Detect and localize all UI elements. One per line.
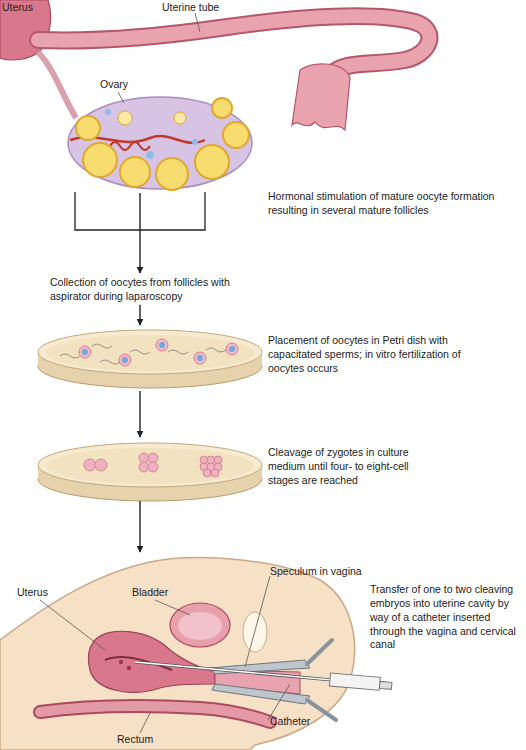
oocyte [79,346,91,358]
uterine-tube-outline [38,16,429,75]
follicle [118,111,132,125]
step-description: Collection of oocytes from follicles wit… [50,276,265,304]
blood-vessel [110,142,150,150]
follicle [195,145,229,179]
catheter-lumen [135,662,332,680]
body-section [0,558,355,750]
follicle [212,98,232,118]
rectum-outline [40,706,270,722]
follicle [76,116,100,140]
fimbriae [292,64,350,130]
blastomere [203,469,211,477]
embryo [119,660,123,664]
syringe-plunger [379,681,392,689]
oocyte-dot [105,109,111,115]
step-description: Transfer of one to two cleaving embryos … [370,583,522,652]
process-arrow [139,391,140,437]
blastomere [148,462,158,472]
part-label: Rectum [117,733,153,746]
step-description: Cleavage of zygotes in culture medium un… [268,446,420,488]
leader-line [268,684,290,720]
oocyte-nucleus [159,342,165,348]
bracket [75,192,205,230]
ovarian-ligament [38,52,76,118]
leader-line [140,713,150,733]
bladder-shape [170,603,230,647]
blastomere [139,453,149,463]
blastomere [95,459,107,471]
petri-dish-rim [38,443,262,487]
leader-line [118,92,124,103]
oocyte [226,343,238,355]
blastomere [84,459,96,471]
step-description: Placement of oocytes in Petri dish with … [268,334,493,376]
speculum-blade [212,684,310,704]
blastomere [148,453,158,463]
oocyte-nucleus [122,357,128,363]
step-description: Hormonal stimulation of mature oocyte fo… [268,190,523,218]
cleaving-zygotes [84,453,222,477]
follicle [174,112,186,124]
petri-dish-fertilization: Placement of oocytes in Petri dish with … [38,328,262,390]
sperm [60,344,226,364]
oocyte-nucleus [82,349,88,355]
oocyte [156,339,168,351]
blastomere [211,469,219,477]
part-label: Uterus [17,586,48,599]
leader-line [195,13,200,32]
rectum-shape [40,706,270,722]
petri-dish-rim [38,330,262,374]
leader-line [155,600,190,615]
blastomere [139,462,149,472]
part-label: Speculum in vagina [270,565,362,578]
leader-line [40,600,105,650]
ovary-shape [68,97,252,189]
ovary-illustration: Hormonal stimulation of mature oocyte fo… [40,88,260,192]
part-label: Ovary [100,78,128,91]
speculum-blade [210,660,310,674]
leader-line [245,576,270,667]
follicle [83,143,117,177]
follicle [223,122,249,148]
follicle [156,158,188,190]
follicle [120,157,150,187]
part-label: Uterus [2,1,33,14]
part-label: Bladder [132,586,168,599]
oocyte-nucleus [229,346,235,352]
petri-dish-cleavage: Cleavage of zygotes in culture medium un… [38,440,262,500]
oocytes [79,339,238,366]
uterus-section [88,631,215,692]
process-arrow [139,501,140,552]
oocyte-dot [192,139,198,145]
uterine-tube [38,16,429,75]
syringe-barrel [329,673,380,690]
oocyte [119,354,131,366]
embryo [127,666,131,670]
process-arrow [139,305,140,325]
culture-medium [46,448,254,484]
oocyte-dot [146,151,154,159]
culture-medium [46,335,254,371]
oocyte [194,352,206,364]
part-label: Uterine tube [162,1,219,14]
bladder-lumen [178,612,222,640]
oocyte-nucleus [197,355,203,361]
uterus-shape [0,0,51,60]
catheter-tube [135,662,332,680]
part-label: Catheter [270,715,310,728]
process-arrow [139,193,140,273]
step-text: Collection of oocytes from follicles wit… [50,276,265,304]
